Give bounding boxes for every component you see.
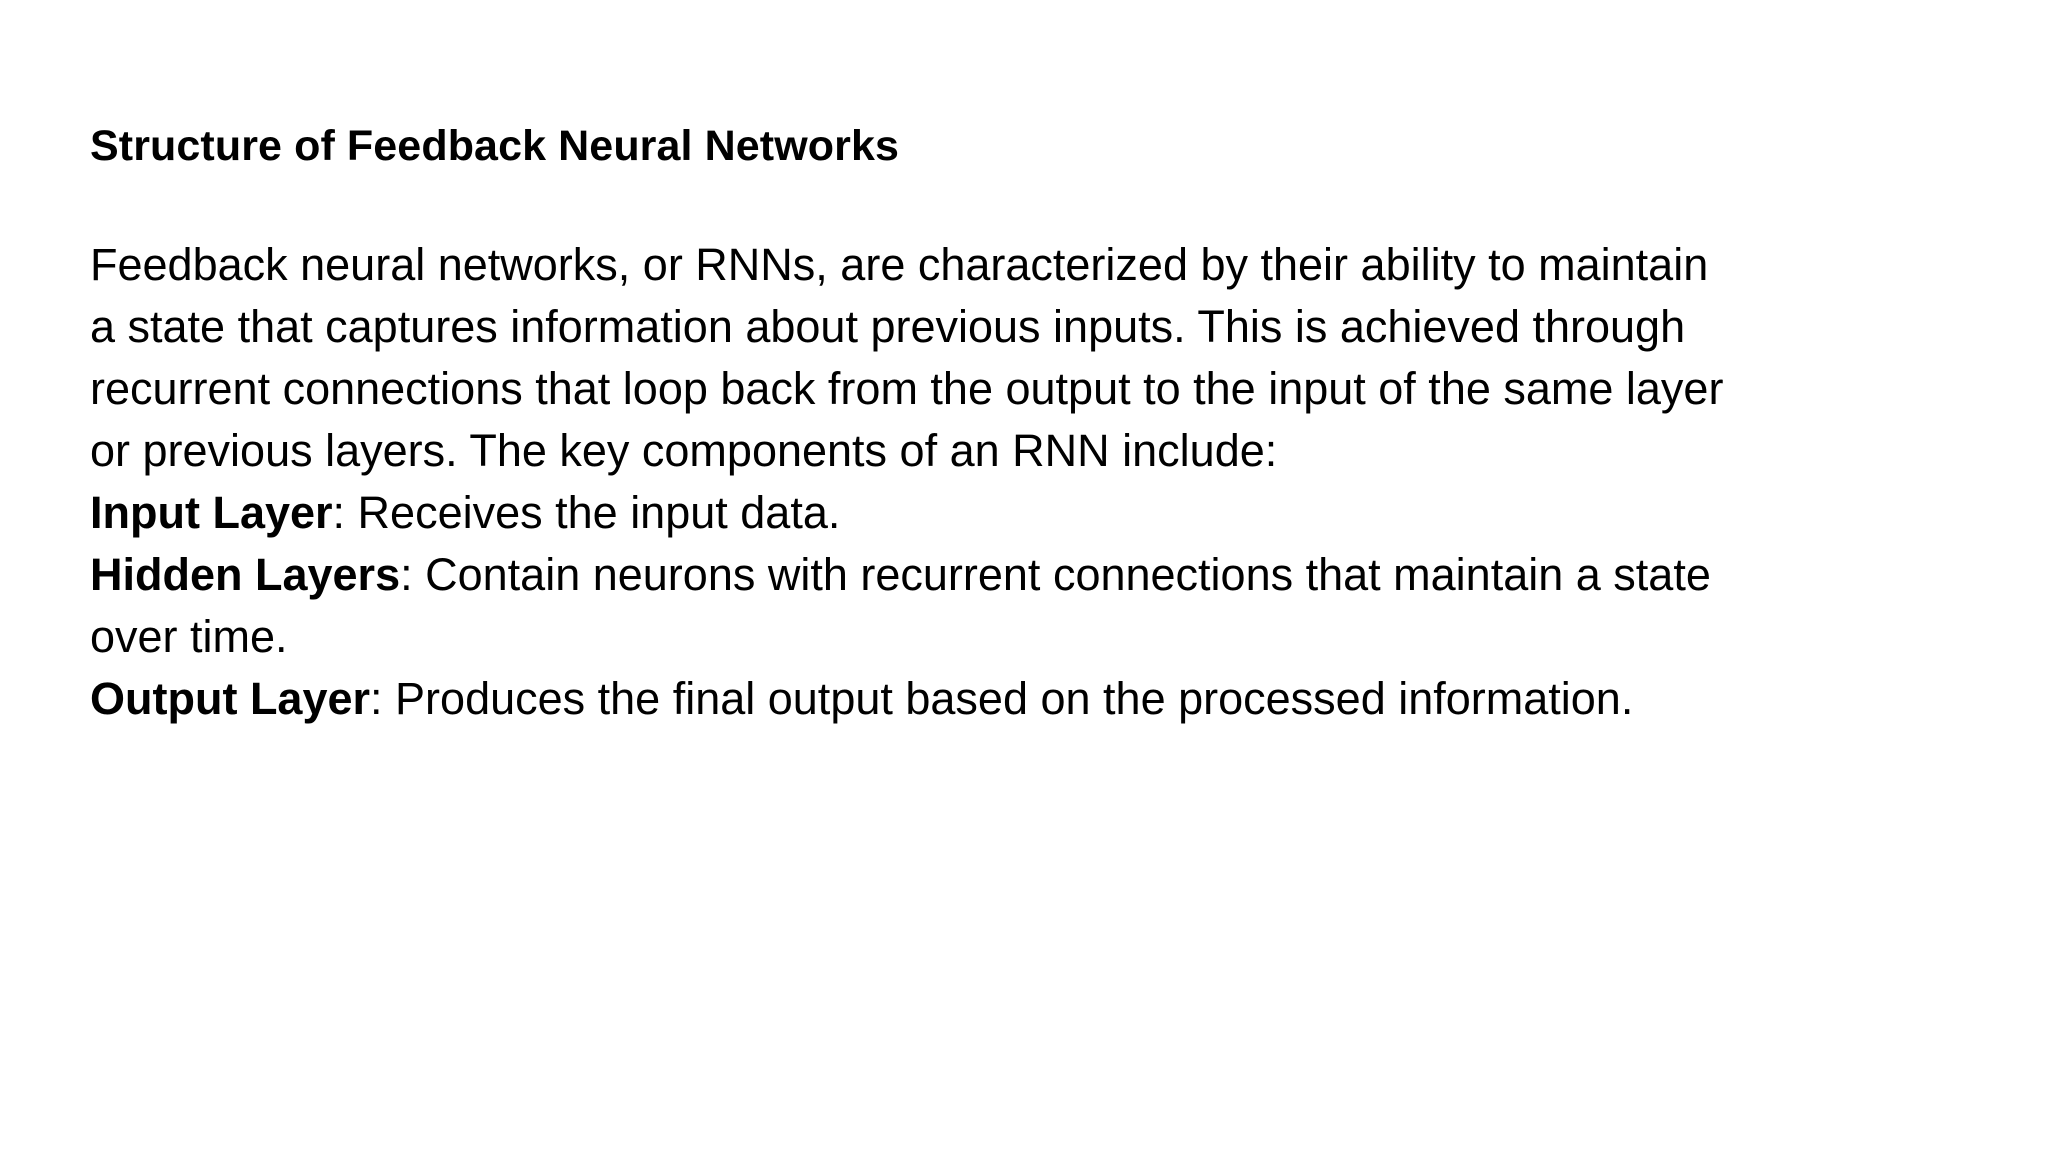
component-description-input-layer: : Receives the input data.	[332, 487, 841, 538]
paragraph-line-3: recurrent connections that loop back fro…	[90, 363, 1724, 414]
page-title: Structure of Feedback Neural Networks	[90, 122, 899, 170]
component-term-output-layer: Output Layer	[90, 673, 371, 724]
slide-body: Feedback neural networks, or RNNs, are c…	[90, 234, 1970, 730]
paragraph-line-2: a state that captures information about …	[90, 301, 1686, 352]
paragraph-line-4: or previous layers. The key components o…	[90, 425, 1278, 476]
component-description-output-layer: : Produces the final output based on the…	[370, 673, 1634, 724]
component-term-input-layer: Input Layer	[90, 487, 333, 538]
component-description-hidden-layers-continuation: over time.	[90, 611, 288, 662]
component-description-hidden-layers: : Contain neurons with recurrent connect…	[400, 549, 1711, 600]
component-term-hidden-layers: Hidden Layers	[90, 549, 401, 600]
intro-paragraph: Feedback neural networks, or RNNs, are c…	[90, 234, 1970, 482]
component-item-hidden-layers: Hidden Layers: Contain neurons with recu…	[90, 544, 1970, 606]
component-item-input-layer: Input Layer: Receives the input data.	[90, 482, 1970, 544]
slide-content: Structure of Feedback Neural Networks Fe…	[90, 118, 1970, 730]
component-item-output-layer: Output Layer: Produces the final output …	[90, 668, 1970, 730]
paragraph-line-1: Feedback neural networks, or RNNs, are c…	[90, 239, 1709, 290]
